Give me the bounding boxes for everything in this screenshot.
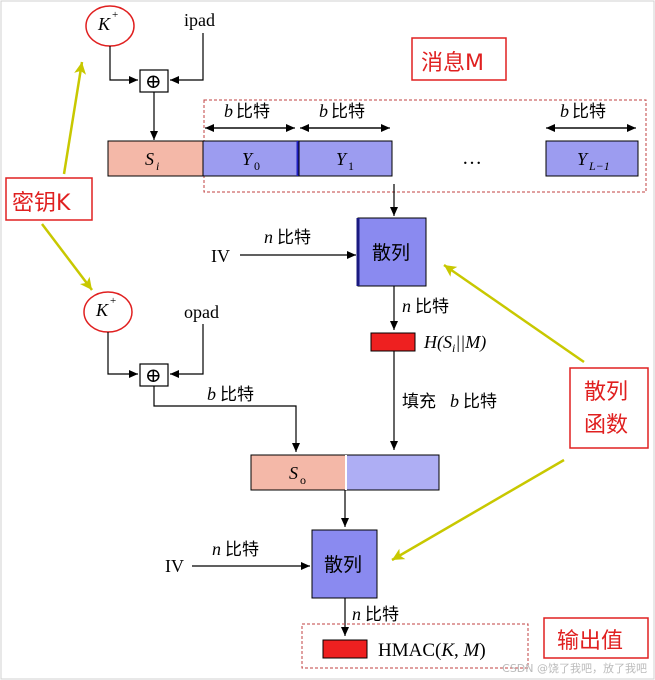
ipad-to-xor-line	[170, 33, 204, 84]
n-bits-h2-n: n	[352, 604, 361, 624]
y1-sub: 1	[348, 159, 354, 173]
opad-to-xor-line	[170, 324, 204, 378]
key-callout: 密钥K	[12, 191, 71, 216]
y1-block	[298, 140, 393, 177]
output-callout: 输出值	[557, 629, 623, 654]
output-region	[301, 623, 529, 669]
k-plus-top: K	[97, 14, 111, 34]
b-bits-1-b: b	[224, 101, 233, 121]
message-callout-box	[411, 37, 507, 81]
so-block	[250, 454, 347, 491]
padded-hash-block	[345, 454, 440, 491]
b-bits-3-b: b	[560, 101, 569, 121]
key-arrow-top	[62, 61, 87, 175]
message-callout: 消息M	[421, 51, 484, 76]
hash-fn-callout-1: 散列	[584, 380, 628, 405]
hash-fn-arrow-2	[391, 458, 565, 562]
hash-label-2: 散列	[324, 554, 362, 576]
y0-main: Y	[242, 149, 254, 169]
n-bits-iv2-cn: 比特	[225, 540, 259, 560]
hmac-output-block	[322, 639, 368, 659]
si-main: S	[145, 149, 154, 169]
si-sub: i	[156, 159, 159, 173]
iv-label-2: IV	[165, 556, 184, 576]
b-bits-1-cn: 比特	[236, 102, 270, 122]
k-plus-sup-top: +	[112, 9, 118, 21]
y1-main: Y	[336, 149, 348, 169]
pad-b: b	[450, 391, 459, 411]
hmac-label: HMAC(K, M)	[378, 640, 486, 661]
hash-fn-callout-2: 函数	[584, 413, 628, 438]
key-arrow-bottom	[41, 223, 93, 291]
b-bits-2-b: b	[319, 101, 328, 121]
hash-fn-callout-box	[569, 367, 649, 449]
yl-sub: L−1	[588, 159, 610, 173]
so-sub: o	[300, 473, 306, 487]
hash-label-1: 散列	[372, 242, 410, 264]
xor-to-so-line	[153, 386, 300, 452]
k-plus-bottom: K	[95, 300, 109, 320]
key-callout-box	[5, 177, 93, 221]
xor-symbol-top: ⊕	[145, 71, 162, 93]
n-bits-h1-cn: 比特	[415, 297, 449, 317]
y0-sub: 0	[254, 159, 260, 173]
inner-hash-block	[370, 332, 416, 352]
yl-block	[545, 140, 639, 177]
output-callout-box	[543, 617, 649, 659]
iv-label-1: IV	[211, 246, 230, 266]
b-bits-2-cn: 比特	[331, 102, 365, 122]
n-bits-h2-cn: 比特	[365, 605, 399, 625]
opad-label: opad	[184, 302, 219, 322]
pad-label: 填充	[402, 392, 436, 412]
yl-main: Y	[577, 149, 589, 169]
watermark: CSDN @饶了我吧，放了我吧	[502, 662, 647, 675]
k-to-xor-top-line	[109, 46, 138, 84]
so-main: S	[289, 463, 298, 483]
ipad-label: ipad	[184, 10, 215, 30]
k-plus-sup-bottom: +	[110, 295, 116, 307]
hash-fn-arrow-1	[443, 263, 585, 364]
n-bits-iv2-n: n	[212, 539, 221, 559]
hash-box-1	[357, 217, 427, 287]
n-bits-iv1-n: n	[264, 227, 273, 247]
n-bits-iv1-cn: 比特	[277, 228, 311, 248]
xor-symbol-bottom: ⊕	[145, 365, 162, 387]
b-bits-3-cn: 比特	[572, 102, 606, 122]
b-bits-so-b: b	[207, 384, 216, 404]
k-to-xor-bottom-line	[107, 332, 138, 378]
y0-block	[202, 140, 299, 177]
hash-box-2	[311, 529, 378, 599]
blocks-ellipsis: …	[462, 147, 482, 169]
b-bits-so-cn: 比特	[220, 385, 254, 405]
inner-hash-label: H(Si||M)	[423, 332, 486, 355]
n-bits-h1-n: n	[402, 296, 411, 316]
pad-bits-cn: 比特	[463, 392, 497, 412]
